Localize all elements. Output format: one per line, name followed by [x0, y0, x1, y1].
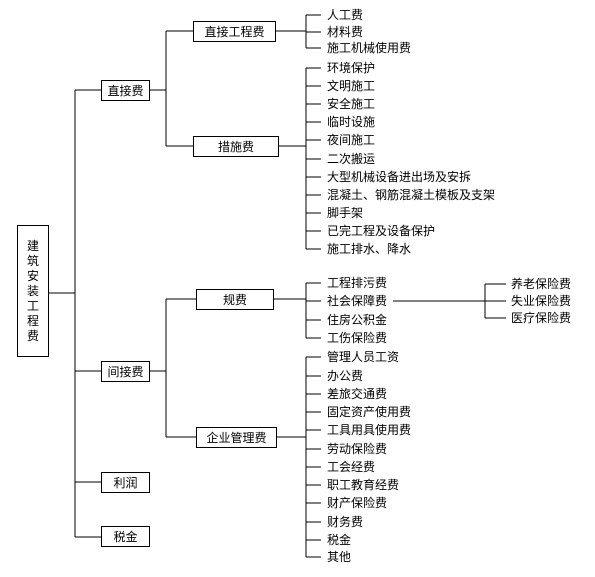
leaf-management-item: 职工教育经费 — [327, 478, 400, 492]
leaf-management-item: 劳动保险费 — [327, 442, 388, 456]
leaf-measure-item: 夜间施工 — [327, 133, 376, 147]
leaf-management-item: 税金 — [327, 533, 352, 547]
node-statutory-fees: 规费 — [196, 289, 274, 310]
leaf-management-item: 差旅交通费 — [327, 387, 388, 401]
leaf-measure-item: 已完工程及设备保护 — [327, 224, 436, 238]
leaf-measure-item: 大型机械设备进出场及安拆 — [327, 170, 472, 184]
leaf-measure-item: 安全施工 — [327, 97, 376, 111]
leaf-management-item: 固定资产使用费 — [327, 405, 412, 419]
leaf-management-item: 工具用具使用费 — [327, 423, 412, 437]
leaf-machinery-cost: 施工机械使用费 — [327, 41, 412, 55]
leaf-measure-item: 临时设施 — [327, 115, 376, 129]
root-char: 装 — [26, 283, 39, 298]
leaf-measure-item: 施工排水、降水 — [327, 242, 412, 256]
leaf-fee-item: 社会保障费 — [327, 294, 388, 308]
root-char: 筑 — [26, 253, 39, 268]
node-profit: 利润 — [101, 472, 150, 493]
leaf-fee-item: 工伤保险费 — [327, 331, 388, 345]
root-char: 费 — [26, 328, 39, 343]
leaf-material-cost: 材料费 — [327, 25, 364, 39]
leaf-fee-item: 工程排污费 — [327, 276, 388, 290]
leaf-measure-item: 混凝土、钢筋混凝土模板及支架 — [327, 188, 496, 202]
leaf-measure-item: 文明施工 — [327, 79, 376, 93]
leaf-unemployment-insurance: 失业保险费 — [511, 294, 572, 308]
leaf-measure-item: 环境保护 — [327, 61, 376, 75]
node-measures-cost: 措施费 — [193, 136, 279, 157]
node-direct-cost: 直接费 — [101, 80, 150, 101]
leaf-management-item: 其他 — [327, 550, 352, 564]
leaf-pension-insurance: 养老保险费 — [511, 277, 572, 291]
leaf-management-item: 管理人员工资 — [327, 350, 400, 364]
node-enterprise-management-cost: 企业管理费 — [196, 427, 277, 448]
root-char: 工 — [26, 298, 39, 313]
root-char: 建 — [26, 238, 39, 253]
root-char: 程 — [26, 313, 39, 328]
node-tax: 税金 — [101, 526, 150, 547]
leaf-measure-item: 二次搬运 — [327, 152, 376, 166]
leaf-medical-insurance: 医疗保险费 — [511, 311, 572, 325]
leaf-labor-cost: 人工费 — [327, 8, 364, 22]
root-node: 建 筑 安 装 工 程 费 — [17, 225, 49, 357]
root-char: 安 — [26, 268, 39, 283]
leaf-measure-item: 脚手架 — [327, 206, 364, 220]
leaf-fee-item: 住房公积金 — [327, 313, 388, 327]
node-direct-engineering-cost: 直接工程费 — [193, 21, 276, 42]
leaf-management-item: 办公费 — [327, 369, 364, 383]
leaf-management-item: 工会经费 — [327, 460, 376, 474]
leaf-management-item: 财产保险费 — [327, 496, 388, 510]
node-indirect-cost: 间接费 — [101, 361, 150, 382]
leaf-management-item: 财务费 — [327, 515, 364, 529]
